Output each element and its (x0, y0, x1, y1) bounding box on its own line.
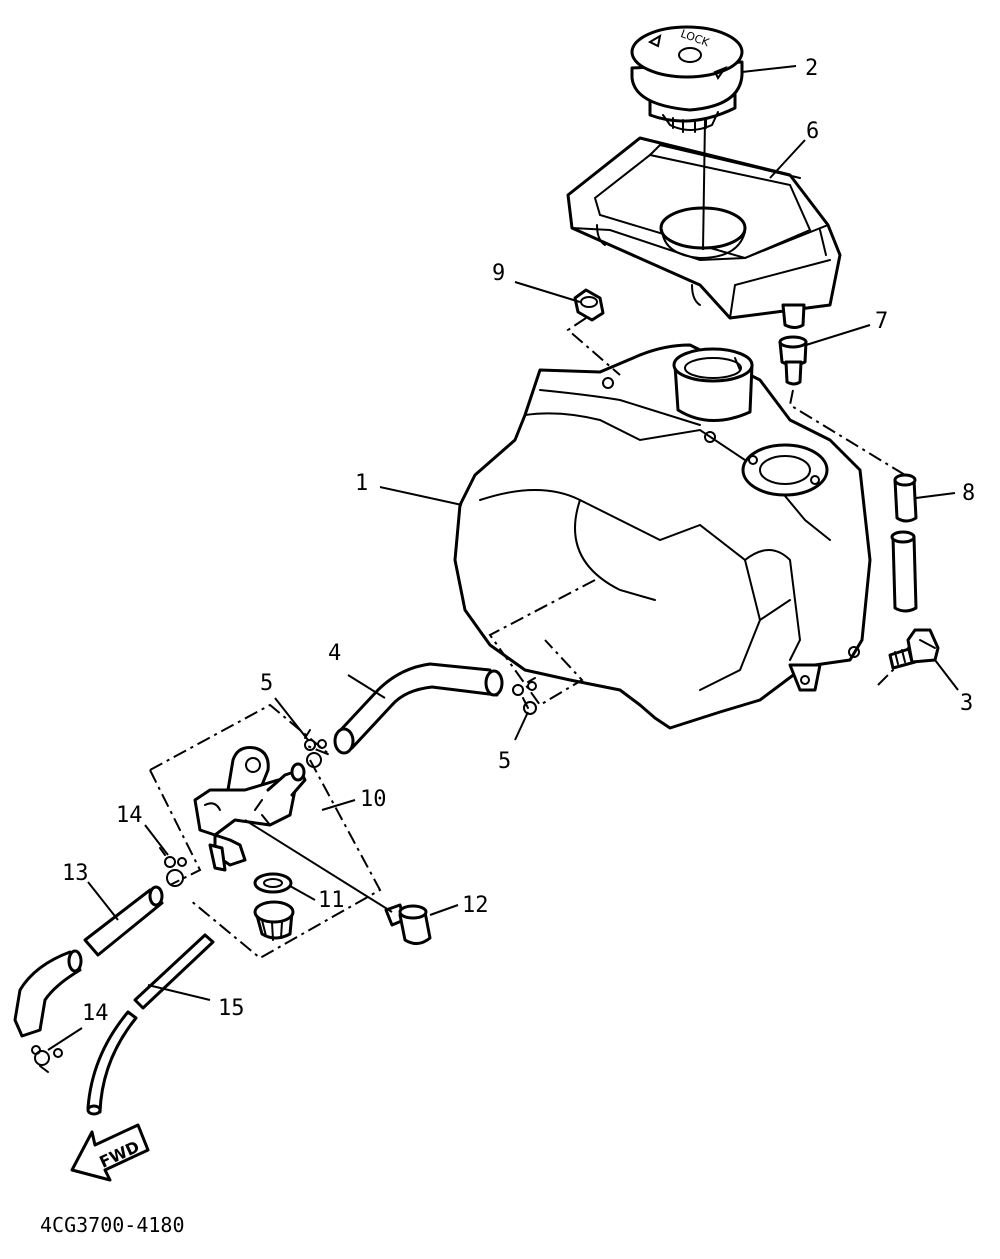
hose-clip-lower-left (304, 729, 327, 768)
fuel-cock (193, 746, 307, 872)
fuel-hose (333, 662, 504, 755)
bolt (888, 628, 940, 670)
callout-14-upper: 14 (116, 803, 143, 828)
callout-7: 7 (875, 309, 888, 334)
callout-8: 8 (962, 481, 975, 506)
strainer-cup (253, 900, 295, 941)
fuel-cap: LOCK (630, 25, 744, 133)
callout-14-lower: 14 (82, 1001, 109, 1026)
callout-1: 1 (355, 471, 368, 496)
screw (384, 903, 432, 945)
fuel-gauge-flange (741, 443, 829, 497)
callout-6: 6 (806, 119, 819, 144)
callout-2: 2 (805, 56, 818, 81)
diagram-code: 4CG3700-4180 (40, 1213, 185, 1237)
tank-filler-neck (672, 347, 754, 422)
forward-direction-arrow: FWD (70, 1123, 150, 1182)
washer (253, 872, 293, 894)
callout-3: 3 (960, 691, 973, 716)
callout-4: 4 (328, 641, 341, 666)
tank-mounting-tabs (602, 377, 860, 692)
callout-labels: 1 2 3 4 5 5 6 7 8 9 10 11 12 13 14 14 15 (62, 56, 975, 1026)
fuel-tank (453, 343, 872, 730)
callout-12: 12 (462, 893, 489, 918)
callout-11: 11 (318, 888, 345, 913)
callout-5-left: 5 (260, 671, 273, 696)
tank-grommet (778, 303, 808, 386)
callout-15: 15 (218, 996, 245, 1021)
callout-10: 10 (360, 787, 387, 812)
vent-hose (86, 933, 215, 1116)
nut (573, 288, 605, 322)
hose-clip-lower (31, 1045, 63, 1073)
hose-clip-upper-right (512, 677, 537, 715)
callout-13: 13 (62, 861, 89, 886)
callout-9: 9 (492, 261, 505, 286)
hose-clip-upper (159, 847, 187, 887)
callout-leader-lines (47, 65, 959, 1051)
breather-hose (890, 473, 918, 613)
fuel-hose-lower (13, 885, 164, 1038)
callout-5-right: 5 (498, 749, 511, 774)
